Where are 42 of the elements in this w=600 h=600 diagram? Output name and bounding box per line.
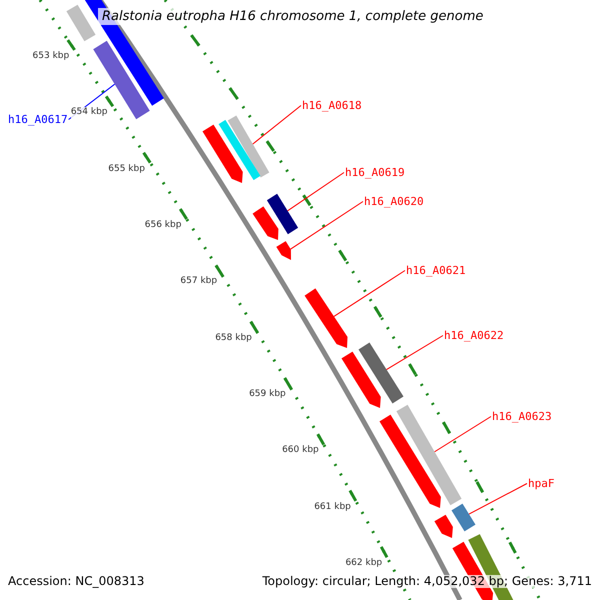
gene-bar <box>358 342 404 404</box>
leader-line <box>333 270 406 317</box>
gene-bar <box>228 116 270 178</box>
leader-line <box>468 483 528 515</box>
leader-line <box>290 201 364 250</box>
leader-line <box>287 172 344 212</box>
gene-label: hpaF <box>528 477 554 490</box>
gene-label: h16_A0619 <box>345 166 405 179</box>
scale-label: 662 kbp <box>345 558 382 570</box>
leader-line <box>252 105 302 144</box>
leader-line <box>386 335 444 370</box>
gene-bar <box>396 404 462 506</box>
scale-label: 653 kbp <box>32 51 70 62</box>
pointed-gene-bar <box>342 352 381 408</box>
scale-label: 657 kbp <box>180 276 218 288</box>
info-text: Accession: NC_008313 <box>8 575 144 588</box>
scale-label: 659 kbp <box>249 389 286 400</box>
gene-bar <box>266 194 298 234</box>
scale-label: 654 kbp <box>70 107 108 118</box>
scale-label: 656 kbp <box>144 220 182 232</box>
pointed-gene-bar <box>202 124 243 183</box>
gene-label: h16_A0621 <box>406 264 466 277</box>
scale-label: 661 kbp <box>314 502 351 513</box>
info-text: Topology: circular; Length: 4,052,032 bp; Genes: 3,711 <box>262 575 592 588</box>
gene-bar <box>66 4 96 42</box>
gene-bar <box>218 120 260 180</box>
pointed-gene-bar <box>380 414 441 508</box>
gene-label: h16_A0617 <box>8 113 68 126</box>
scale-label: 658 kbp <box>215 332 252 344</box>
gene-label: h16_A0620 <box>364 195 424 208</box>
gene-label: h16_A0618 <box>302 99 362 112</box>
pointed-gene-bar <box>252 206 278 240</box>
gene-bar <box>452 504 476 532</box>
gene-label: h16_A0623 <box>492 410 552 423</box>
pointed-gene-bar <box>276 241 291 260</box>
scale-label: 660 kbp <box>282 445 319 456</box>
pointed-gene-bar <box>434 514 453 538</box>
leader-line <box>434 416 492 452</box>
gene-bar <box>93 40 150 120</box>
scale-label: 655 kbp <box>108 164 145 175</box>
gene-label: h16_A0622 <box>444 329 504 342</box>
pointed-gene-bar <box>304 288 348 348</box>
